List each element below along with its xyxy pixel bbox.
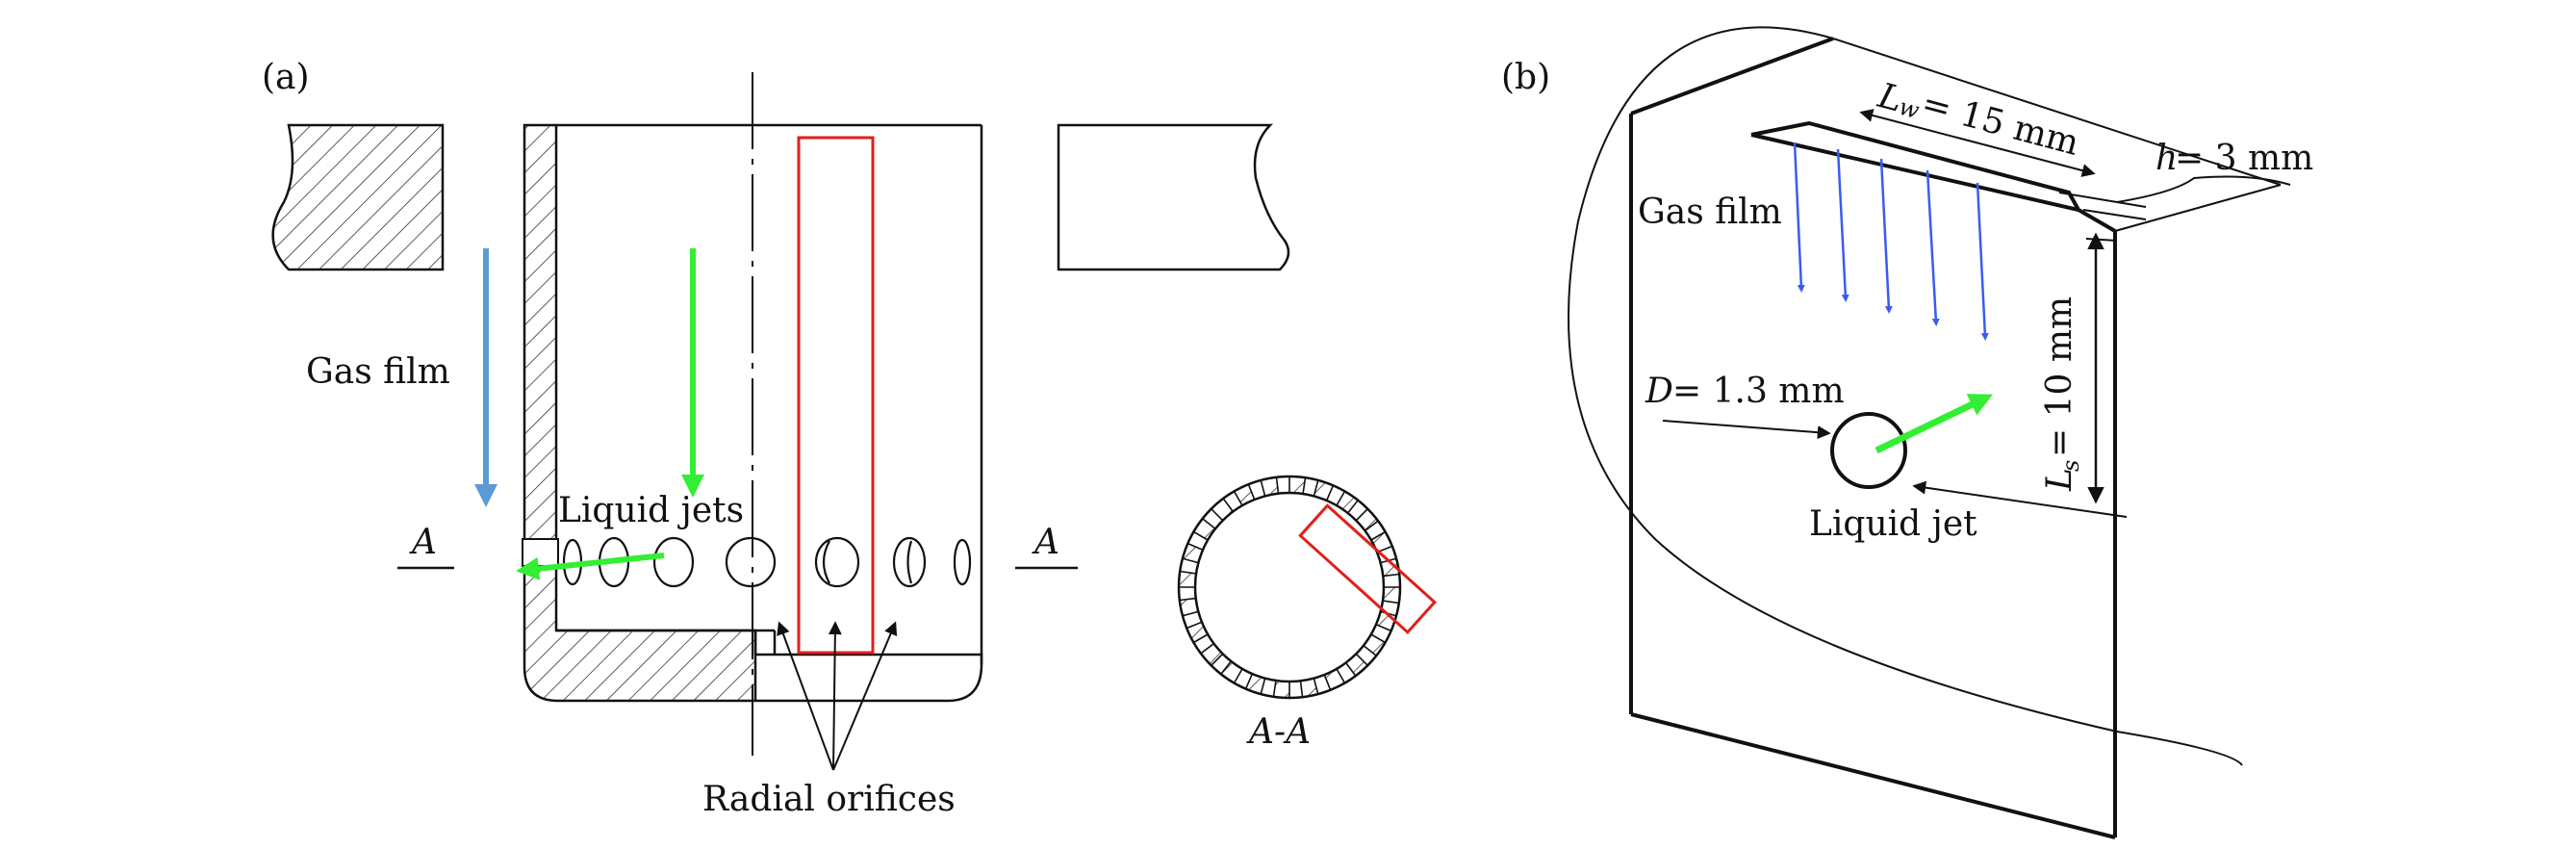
ls-value: = 10 mm bbox=[2040, 296, 2079, 457]
highlight-box-section bbox=[1298, 503, 1438, 634]
ring-segment bbox=[1178, 570, 1197, 588]
gas-film-label-a: Gas film bbox=[306, 352, 450, 392]
d-leader-right bbox=[1912, 480, 2128, 518]
d-leader-left bbox=[1662, 420, 1831, 440]
orifice-circle-b bbox=[1830, 412, 1907, 489]
ring-segment bbox=[1181, 542, 1205, 564]
ring-segment bbox=[1299, 677, 1319, 699]
ring-segment bbox=[1362, 632, 1387, 657]
ring-segment bbox=[1199, 642, 1224, 667]
lw-dimension bbox=[1859, 109, 2096, 177]
h-value: = 3 mm bbox=[2175, 139, 2313, 178]
section-view-ring bbox=[1177, 475, 1402, 700]
radial-orifice-pointers bbox=[777, 621, 898, 771]
d-value: = 1.3 mm bbox=[1672, 372, 1845, 411]
h-leader bbox=[2116, 175, 2291, 203]
ring-segment bbox=[1335, 490, 1360, 515]
liquid-jet-side-arrow bbox=[516, 553, 665, 580]
highlight-box-a bbox=[797, 136, 875, 655]
injector-wall bbox=[522, 123, 983, 703]
h-dimension-line1 bbox=[2058, 192, 2147, 208]
ring-segment bbox=[1344, 653, 1369, 678]
ring-segment bbox=[1219, 659, 1244, 684]
ls-tick bbox=[2085, 238, 2118, 242]
ring-segment bbox=[1210, 497, 1235, 522]
ls-subscript: s bbox=[2057, 460, 2084, 472]
panel-b-label: (b) bbox=[1501, 58, 1550, 97]
section-a-right-label: A bbox=[1032, 523, 1059, 562]
liquid-jet-label-b: Liquid jet bbox=[1809, 504, 1977, 544]
ring-segment bbox=[1379, 557, 1401, 578]
ring-segment bbox=[1369, 530, 1393, 553]
radial-orifices-label: Radial orifices bbox=[702, 780, 956, 819]
ring-segment bbox=[1244, 672, 1266, 696]
h-symbol: h bbox=[2155, 139, 2178, 178]
liquid-jet-arrow-b bbox=[1875, 394, 1994, 454]
gas-film-arrows-b bbox=[1793, 142, 1989, 341]
ring-segment bbox=[1186, 621, 1210, 644]
section-view-label: A-A bbox=[1246, 712, 1311, 752]
ring-segment bbox=[1260, 476, 1280, 498]
ring-segment bbox=[1288, 476, 1307, 495]
ring-segment bbox=[1323, 667, 1346, 691]
panel-a-label: (a) bbox=[262, 58, 310, 97]
panel-b: (b) Gas film L w bbox=[1501, 26, 2313, 839]
ring-segment bbox=[1178, 597, 1200, 617]
gas-film-label-b: Gas film bbox=[1638, 193, 1782, 232]
ring-segment bbox=[1192, 517, 1217, 542]
ls-symbol: L bbox=[2040, 468, 2079, 492]
ring-segment bbox=[1382, 586, 1401, 605]
lw-value: = 15 mm bbox=[1918, 84, 2083, 164]
section-a-left-label: A bbox=[409, 523, 437, 562]
ring-segment bbox=[1272, 680, 1290, 699]
right-wall-block bbox=[1057, 123, 1290, 271]
h-dimension-line2 bbox=[2082, 209, 2147, 220]
panel-a: (a) bbox=[262, 58, 1438, 819]
liquid-jets-label: Liquid jets bbox=[558, 491, 744, 530]
ring-segment bbox=[1355, 507, 1380, 532]
left-wall-block bbox=[271, 123, 445, 271]
ring-segment bbox=[1233, 483, 1256, 507]
ring-segment bbox=[1313, 478, 1335, 502]
plate-block bbox=[1629, 37, 2282, 839]
d-symbol: D bbox=[1645, 372, 1673, 411]
